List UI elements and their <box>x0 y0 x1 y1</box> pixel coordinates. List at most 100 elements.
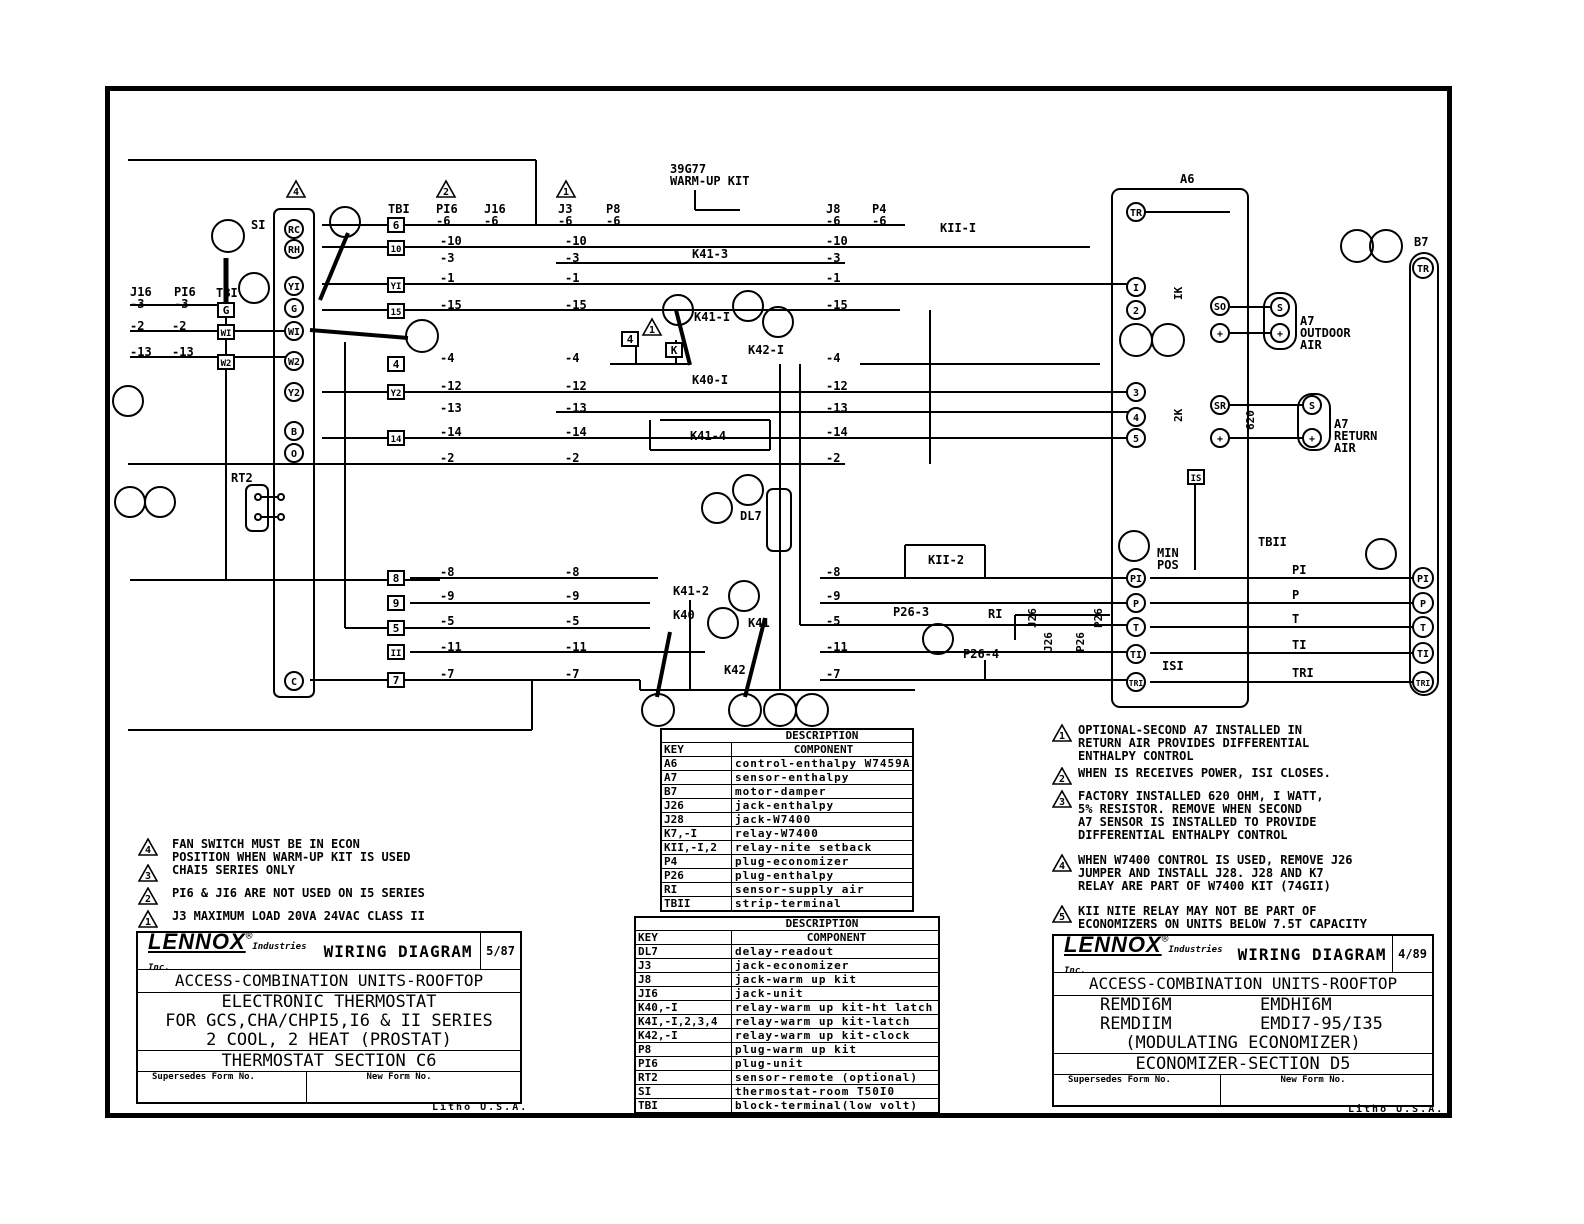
wire-up-c-5: -12 <box>826 379 848 393</box>
thermostat-terminal-9-label: C <box>291 677 297 688</box>
thermostat-terminal-1-label: RH <box>288 245 300 256</box>
warning-triangle-icon: 4 <box>137 837 159 856</box>
b7-terminal-4: TI <box>1412 642 1434 664</box>
j3-top-label: J3 -6 <box>558 202 573 228</box>
a7-outdoor-body <box>1263 292 1297 350</box>
a7-terminal-1: + <box>1210 323 1230 343</box>
note-left-text-0: FAN SWITCH MUST BE IN ECON POSITION WHEN… <box>172 837 411 864</box>
tb-right-models-row2: REMDIIM EMDI7-95/I35 <box>1054 1015 1432 1034</box>
wire-low-a-4: -7 <box>440 667 454 681</box>
table-key-cell: PI6 <box>636 1057 732 1070</box>
tb-left-line2: ELECTRONIC THERMOSTAT <box>221 992 437 1012</box>
wire-up-a-5: -12 <box>440 379 462 393</box>
terminal-block-8-label: 9 <box>393 597 400 610</box>
table-key-cell: B7 <box>662 785 732 798</box>
note-right-text-3: WHEN W7400 CONTROL IS USED, REMOVE J26 J… <box>1078 853 1353 893</box>
terminal-block-10: II <box>387 644 405 660</box>
note-left-text-2: PI6 & JI6 ARE NOT USED ON I5 SERIES <box>172 886 425 900</box>
misc-label-3: P26 <box>1092 608 1105 628</box>
misc-label-2: J26 <box>1026 608 1039 628</box>
a6-terminal-1: I <box>1126 277 1146 297</box>
tb1-terminal-0: G <box>217 302 235 318</box>
a7-terminal-4-label: S <box>1309 401 1315 412</box>
terminal-block-6: 14 <box>387 430 405 446</box>
wire-left-b-0: -2 <box>172 319 186 333</box>
triangle-number: 1 <box>563 187 569 198</box>
wire-low-b-4: -7 <box>565 667 579 681</box>
thermostat-terminal-7: B <box>284 421 304 441</box>
thermostat-terminal-5-label: W2 <box>288 357 300 368</box>
misc-label-0: J26 <box>1042 632 1055 652</box>
a6-terminal-10: TRI <box>1126 672 1146 692</box>
warning-triangle-icon: 3 <box>1051 789 1073 808</box>
terminal-block-2: YI <box>387 277 405 293</box>
wire-left-b-1: -13 <box>172 345 194 359</box>
table-component-cell: plug-warm up kit <box>735 1043 857 1056</box>
wire-up-b-3: -15 <box>565 298 587 312</box>
table-key-cell: J26 <box>662 799 732 812</box>
k40-1-label: K40-I <box>692 373 729 387</box>
titleblock-left: LENNOX®Industries Inc. WIRING DIAGRAM 5/… <box>136 929 522 1104</box>
wire-up-b-1: -3 <box>565 251 579 265</box>
terminal-block-4: 4 <box>387 356 405 372</box>
j16-top-label: J16 -6 <box>484 202 506 228</box>
table-component-cell: thermostat-room T50I0 <box>735 1085 896 1098</box>
misc-label-1: P26 <box>1074 632 1087 652</box>
triangle-number: 2 <box>443 187 449 198</box>
wire-low-c-4: -7 <box>826 667 840 681</box>
terminal-block-6-label: 14 <box>391 435 402 445</box>
note-right-text-1: WHEN IS RECEIVES POWER, ISI CLOSES. <box>1078 766 1331 780</box>
k41-4-label: K41-4 <box>690 429 727 443</box>
a7-terminal-2-label: SR <box>1214 401 1227 412</box>
thermostat-terminal-3: G <box>284 298 304 318</box>
titleblock-left-brand-row: LENNOX®Industries Inc. WIRING DIAGRAM 5/… <box>138 929 520 973</box>
relay-label-0: IK <box>1172 286 1185 300</box>
thermostat-terminal-9: C <box>284 671 304 691</box>
wire-up-b-4: -4 <box>565 351 579 365</box>
tb-right-line1: ACCESS-COMBINATION UNITS-ROOFTOP <box>1054 973 1432 996</box>
table-key-cell: P4 <box>662 855 732 868</box>
thermostat-terminal-6-label: Y2 <box>288 388 300 399</box>
supersedes-row-right: Supersedes Form No. New Form No. <box>1054 1075 1432 1105</box>
model-c: REMDIIM <box>1100 1014 1172 1034</box>
tb1-label: TBI <box>216 286 238 300</box>
a7-return-label: A7 RETURN AIR <box>1334 417 1378 455</box>
lennox-logo-text: LENNOX <box>1064 931 1162 957</box>
warning-triangle-icon: 2 <box>435 179 457 198</box>
a7-return-body <box>1297 393 1331 451</box>
doc-type-right: WIRING DIAGRAM <box>1237 944 1387 964</box>
warning-triangle-icon: 4 <box>1051 853 1073 872</box>
a7-return-plus-label: + <box>1309 434 1315 445</box>
table-key-cell: KII,-I,2 <box>662 841 732 854</box>
terminal-block-3-label: 15 <box>391 308 402 318</box>
wire-left-a-0: -2 <box>130 319 144 333</box>
date-left: 5/87 <box>480 933 520 969</box>
table-key-cell: RI <box>662 883 732 896</box>
tb1-terminal-1-label: WI <box>221 329 232 339</box>
rt2-label: RT2 <box>231 471 253 485</box>
b7-terminal-4-label: TI <box>1417 649 1429 660</box>
a6-terminal-7: P <box>1126 593 1146 613</box>
table-component-cell: plug-enthalpy <box>735 869 835 882</box>
newform-left: New Form No. <box>366 1072 432 1082</box>
wire-up-b-2: -1 <box>565 271 579 285</box>
a6-terminal-4-label: 4 <box>1133 413 1139 424</box>
table-key-cell: J28 <box>662 813 732 826</box>
wire-up-a-0: -10 <box>440 234 462 248</box>
a6-terminal-6: PI <box>1126 568 1146 588</box>
lennox-logo-left: LENNOX®Industries Inc. <box>138 929 316 974</box>
b7-label: B7 <box>1414 235 1429 249</box>
titleblock-right: LENNOX®Industries Inc. WIRING DIAGRAM 4/… <box>1052 931 1434 1107</box>
a6-terminal-4: 4 <box>1126 407 1146 427</box>
wire-low-b-3: -11 <box>565 640 587 654</box>
warmup-kit-label: 39G77 WARM-UP KIT <box>670 162 750 188</box>
svg-text:3: 3 <box>1059 797 1065 808</box>
table-key-cell: P26 <box>662 869 732 882</box>
